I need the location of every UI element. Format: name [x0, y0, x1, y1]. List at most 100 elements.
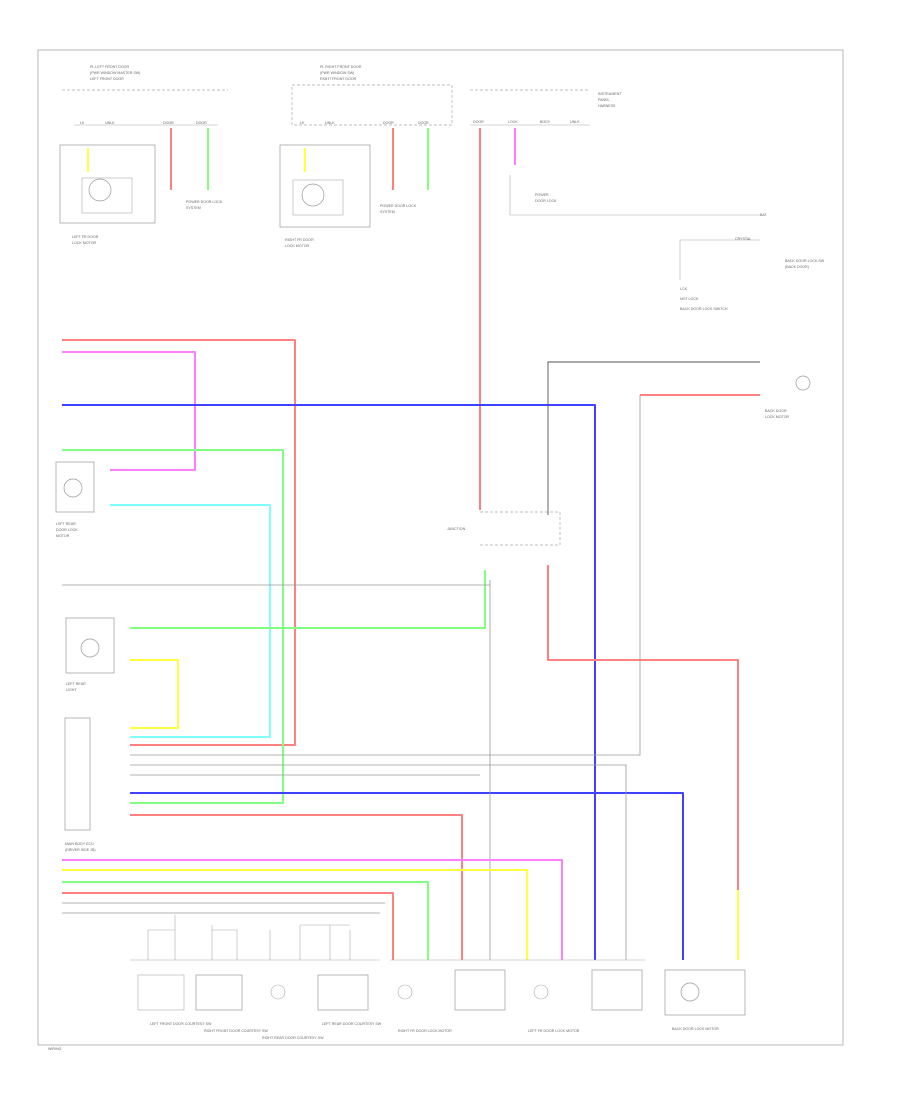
- label-back-door-sw-1: BACK DOOR LOCK SW: [785, 259, 825, 263]
- svg-text:POWER DOOR LOCK: POWER DOOR LOCK: [186, 200, 223, 204]
- svg-text:LK: LK: [80, 121, 85, 125]
- left-fr-door-lock-box: [591, 969, 643, 1011]
- right-fr-door-lock-box: [454, 969, 506, 1011]
- wire-yellow-bottom: [62, 869, 528, 960]
- left-front-courtesy-sw: [137, 974, 185, 1011]
- bottom-components: LEFT FRONT DOOR COURTESY SW RIGHT FRONT …: [130, 959, 746, 1040]
- label-back-door-2: LOCK MOTOR: [765, 415, 789, 419]
- wire-pink-bottom: [62, 859, 563, 960]
- wire-red-right: [547, 565, 739, 890]
- svg-text:BODY: BODY: [540, 120, 551, 124]
- svg-text:DOOR: DOOR: [383, 121, 394, 125]
- label-left-motor-2: LOCK MOTOR: [72, 241, 96, 245]
- svg-text:CRYSTAL: CRYSTAL: [735, 237, 751, 241]
- svg-text:LK: LK: [300, 121, 305, 125]
- left-motor-box: [59, 144, 156, 224]
- svg-text:DOOR: DOOR: [418, 121, 429, 125]
- svg-text:UNLK: UNLK: [570, 120, 580, 124]
- wire-green-bottom: [62, 881, 429, 960]
- right-front-door-switch: PL RIGHT FRONT DOOR (PWR WINDOW SW) RIGH…: [279, 65, 453, 248]
- label-back-door-1: BACK DOOR: [765, 409, 787, 413]
- label-back-door-lock: BACK DOOR LOCK SWITCH: [680, 307, 728, 311]
- label-power-lock-2: DOOR LOCK: [535, 199, 557, 203]
- svg-text:DOOR: DOOR: [196, 121, 207, 125]
- label-top-left-2: (PWR WINDOW MASTER SW): [90, 71, 140, 75]
- back-door-lock-motor-box: [664, 969, 746, 1016]
- svg-text:SYSTEM: SYSTEM: [186, 206, 201, 210]
- right-motor-box: [279, 144, 371, 228]
- svg-text:UNLK: UNLK: [105, 121, 115, 125]
- label-left-rear-light-1: LEFT REAR: [66, 682, 86, 686]
- left-motor-icon: [88, 178, 112, 202]
- svg-text:DOOR: DOOR: [473, 120, 484, 124]
- svg-text:UNLK: UNLK: [325, 121, 335, 125]
- wire-blue-lower: [130, 792, 684, 960]
- label-top-left-3: LEFT FRONT DOOR: [90, 77, 124, 81]
- left-rear-door-motor: LEFT REAR DOOR LOCK MOTOR: [55, 461, 95, 538]
- left-rear-courtesy-sw: [317, 974, 369, 1011]
- label-ecu-1: MAIN BODY ECU: [65, 842, 94, 846]
- label-right-motor-2: LOCK MOTOR: [285, 244, 309, 248]
- junction-connectors: JUNCTION: [447, 511, 561, 546]
- label-power-lock-1: POWER: [535, 193, 549, 197]
- svg-text:BAT: BAT: [760, 213, 768, 217]
- main-body-ecu: MAIN BODY ECU (DRIVER SIDE JB): [64, 717, 96, 852]
- label-bottom-3: RIGHT REAR DOOR COURTESY SW: [262, 1036, 324, 1040]
- wire-green-lower: [130, 570, 486, 629]
- label-ecu-2: (DRIVER SIDE JB): [65, 848, 96, 852]
- label-right-motor-1: RIGHT FR DOOR: [285, 238, 314, 242]
- wire-blue-main: [62, 404, 596, 960]
- svg-text:NOT LOCK: NOT LOCK: [680, 297, 699, 301]
- svg-text:POWER DOOR LOCK: POWER DOOR LOCK: [380, 204, 417, 208]
- wire-cyan: [110, 504, 271, 738]
- label-top-right-2: PANEL: [598, 98, 610, 102]
- label-top-mid-1: PL RIGHT FRONT DOOR: [320, 65, 362, 69]
- left-fr-door-lock-icon: [533, 984, 549, 1000]
- label-top-mid-3: RIGHT FRONT DOOR: [320, 77, 357, 81]
- label-top-right-3: HARNESS: [598, 104, 616, 108]
- back-door-motor-icon: [795, 375, 811, 391]
- wire-green-left: [62, 449, 284, 804]
- label-bottom-6: LEFT FR DOOR LOCK MOTOR: [528, 1029, 580, 1033]
- right-rear-courtesy-sw-icon: [270, 984, 286, 1000]
- wire-pink-left: [62, 351, 196, 471]
- label-bottom-1: LEFT FRONT DOOR COURTESY SW: [150, 1022, 212, 1026]
- right-front-courtesy-sw: [195, 974, 243, 1011]
- right-motor-icon: [301, 183, 325, 207]
- wire-red-lower: [130, 814, 463, 960]
- right-fr-door-lock-icon: [397, 984, 413, 1000]
- label-left-rear-door-3: MOTOR: [56, 534, 70, 538]
- label-bottom-5: RIGHT FR DOOR LOCK MOTOR: [398, 1029, 452, 1033]
- wire-red-bottom: [62, 892, 394, 960]
- svg-text:LCK: LCK: [680, 287, 688, 291]
- label-left-motor-1: LEFT FR DOOR: [72, 235, 99, 239]
- left-rear-motor-icon: [63, 478, 83, 498]
- svg-text:LOCK: LOCK: [508, 120, 518, 124]
- footer-label: WIRING: [48, 1047, 62, 1051]
- diagram-frame: [37, 49, 844, 1046]
- left-front-door-switch: PL LEFT FRONT DOOR (PWR WINDOW MASTER SW…: [59, 65, 228, 245]
- label-top-mid-2: (PWR WINDOW SW): [320, 71, 354, 75]
- label-junction: JUNCTION: [447, 527, 466, 531]
- wire-red-left: [62, 339, 296, 746]
- label-bottom-7: BACK DOOR LOCK MOTOR: [672, 1027, 719, 1031]
- svg-text:DOOR: DOOR: [163, 121, 174, 125]
- label-bottom-2: RIGHT FRONT DOOR COURTESY SW: [204, 1029, 268, 1033]
- label-top-left-1: PL LEFT FRONT DOOR: [90, 65, 129, 69]
- svg-text:SYSTEM: SYSTEM: [380, 210, 395, 214]
- back-door-motor-top: BACK DOOR LOCK MOTOR: [765, 375, 811, 419]
- label-top-right-1: INSTRUMENT: [598, 92, 622, 96]
- back-door-lock-motor-icon: [680, 982, 700, 1002]
- wire-black-right: [547, 361, 760, 515]
- label-left-rear-door-2: DOOR LOCK: [56, 528, 78, 532]
- instrument-panel-harness: INSTRUMENT PANEL HARNESS DOOR LOCK BODY UNL…: [470, 89, 825, 311]
- label-bottom-4: LEFT REAR DOOR COURTESY SW: [322, 1022, 382, 1026]
- wire-yellow-left: [130, 659, 179, 729]
- label-left-rear-door-1: LEFT REAR: [56, 522, 76, 526]
- label-left-rear-light-2: LIGHT: [66, 688, 77, 692]
- left-rear-light-icon: [80, 638, 100, 658]
- label-back-door-sw-2: (BACK DOOR): [785, 265, 809, 269]
- left-rear-light: LEFT REAR LIGHT: [65, 617, 115, 692]
